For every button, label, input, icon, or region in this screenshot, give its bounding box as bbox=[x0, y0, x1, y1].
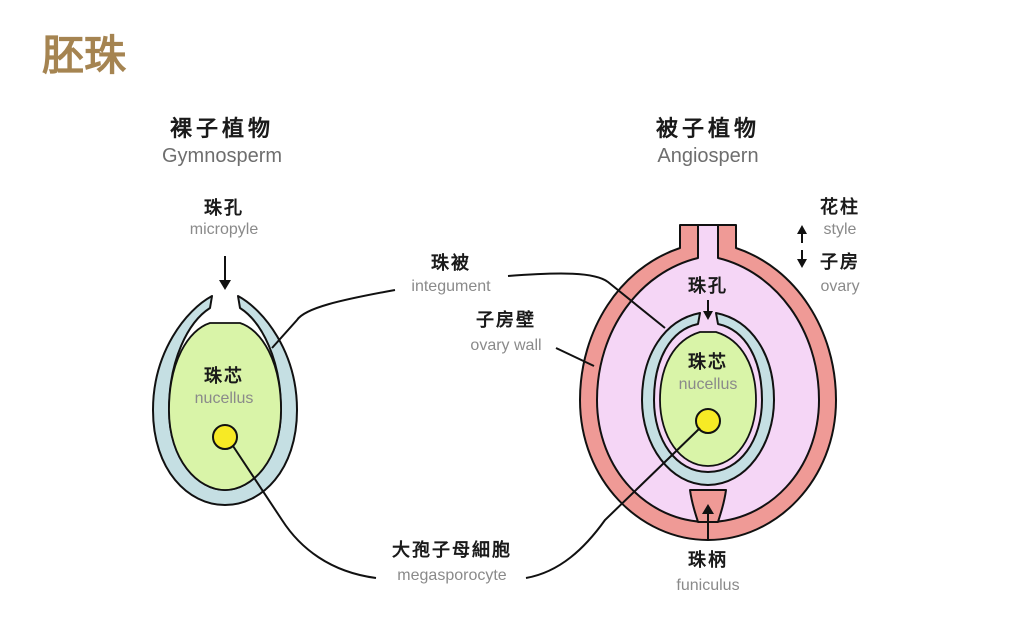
angiosperm-integument bbox=[641, 312, 775, 486]
gymnosperm-ovule bbox=[152, 256, 298, 506]
gymnosperm-micropyle-label-cn: 珠孔 bbox=[204, 198, 244, 219]
megasporocyte-label-cn: 大孢子母細胞 bbox=[392, 539, 512, 561]
gymnosperm-nucellus-label-en: nucellus bbox=[195, 390, 254, 407]
gymnosperm-nucellus-label-cn: 珠芯 bbox=[204, 365, 244, 387]
angiosperm-nucellus-label-en: nucellus bbox=[679, 376, 738, 393]
angiosperm-heading-cn: 被子植物 bbox=[656, 116, 760, 142]
funiculus-label-en: funiculus bbox=[676, 577, 739, 594]
integument-label-en: integument bbox=[411, 278, 491, 295]
gymnosperm-heading-cn: 裸子植物 bbox=[170, 116, 274, 142]
funiculus-label-cn: 珠柄 bbox=[688, 550, 728, 571]
arrowhead-icon bbox=[702, 504, 714, 514]
angiosperm-ovule bbox=[579, 224, 837, 541]
angiosperm-megasporocyte bbox=[695, 408, 721, 434]
arrowhead-icon bbox=[797, 225, 807, 234]
angiosperm-heading-en: Angiospern bbox=[657, 145, 758, 167]
ovary-wall-label-cn: 子房壁 bbox=[476, 309, 536, 331]
angiosperm-micropyle-label-cn: 珠孔 bbox=[688, 276, 728, 297]
gymnosperm-megasporocyte bbox=[212, 424, 238, 450]
ovary-label-cn: 子房 bbox=[820, 251, 860, 273]
gymnosperm-heading-en: Gymnosperm bbox=[162, 145, 282, 167]
arrowhead-icon bbox=[703, 311, 713, 320]
ovary-wall-label-en: ovary wall bbox=[470, 337, 541, 354]
page-title: 胚珠 bbox=[42, 31, 127, 80]
ovary-label-en: ovary bbox=[820, 278, 859, 295]
angiosperm-nucellus bbox=[659, 331, 757, 467]
megasporocyte-label-en: megasporocyte bbox=[397, 567, 506, 584]
integument-label-cn: 珠被 bbox=[431, 252, 471, 274]
angiosperm-nucellus-label-cn: 珠芯 bbox=[688, 351, 728, 373]
arrowhead-icon bbox=[797, 259, 807, 268]
style-label-cn: 花柱 bbox=[820, 196, 860, 218]
gymnosperm-micropyle-label-en: micropyle bbox=[190, 221, 259, 238]
integument-leader-left bbox=[271, 289, 396, 349]
megasporocyte-leader-left bbox=[232, 445, 377, 579]
arrowhead-icon bbox=[219, 280, 231, 290]
gymnosperm-nucellus bbox=[168, 322, 282, 491]
style-label-en: style bbox=[824, 221, 857, 238]
ovary-wall-leader bbox=[555, 347, 595, 367]
megasporocyte-leader-right bbox=[525, 427, 701, 579]
integument-leader-right bbox=[507, 272, 666, 329]
